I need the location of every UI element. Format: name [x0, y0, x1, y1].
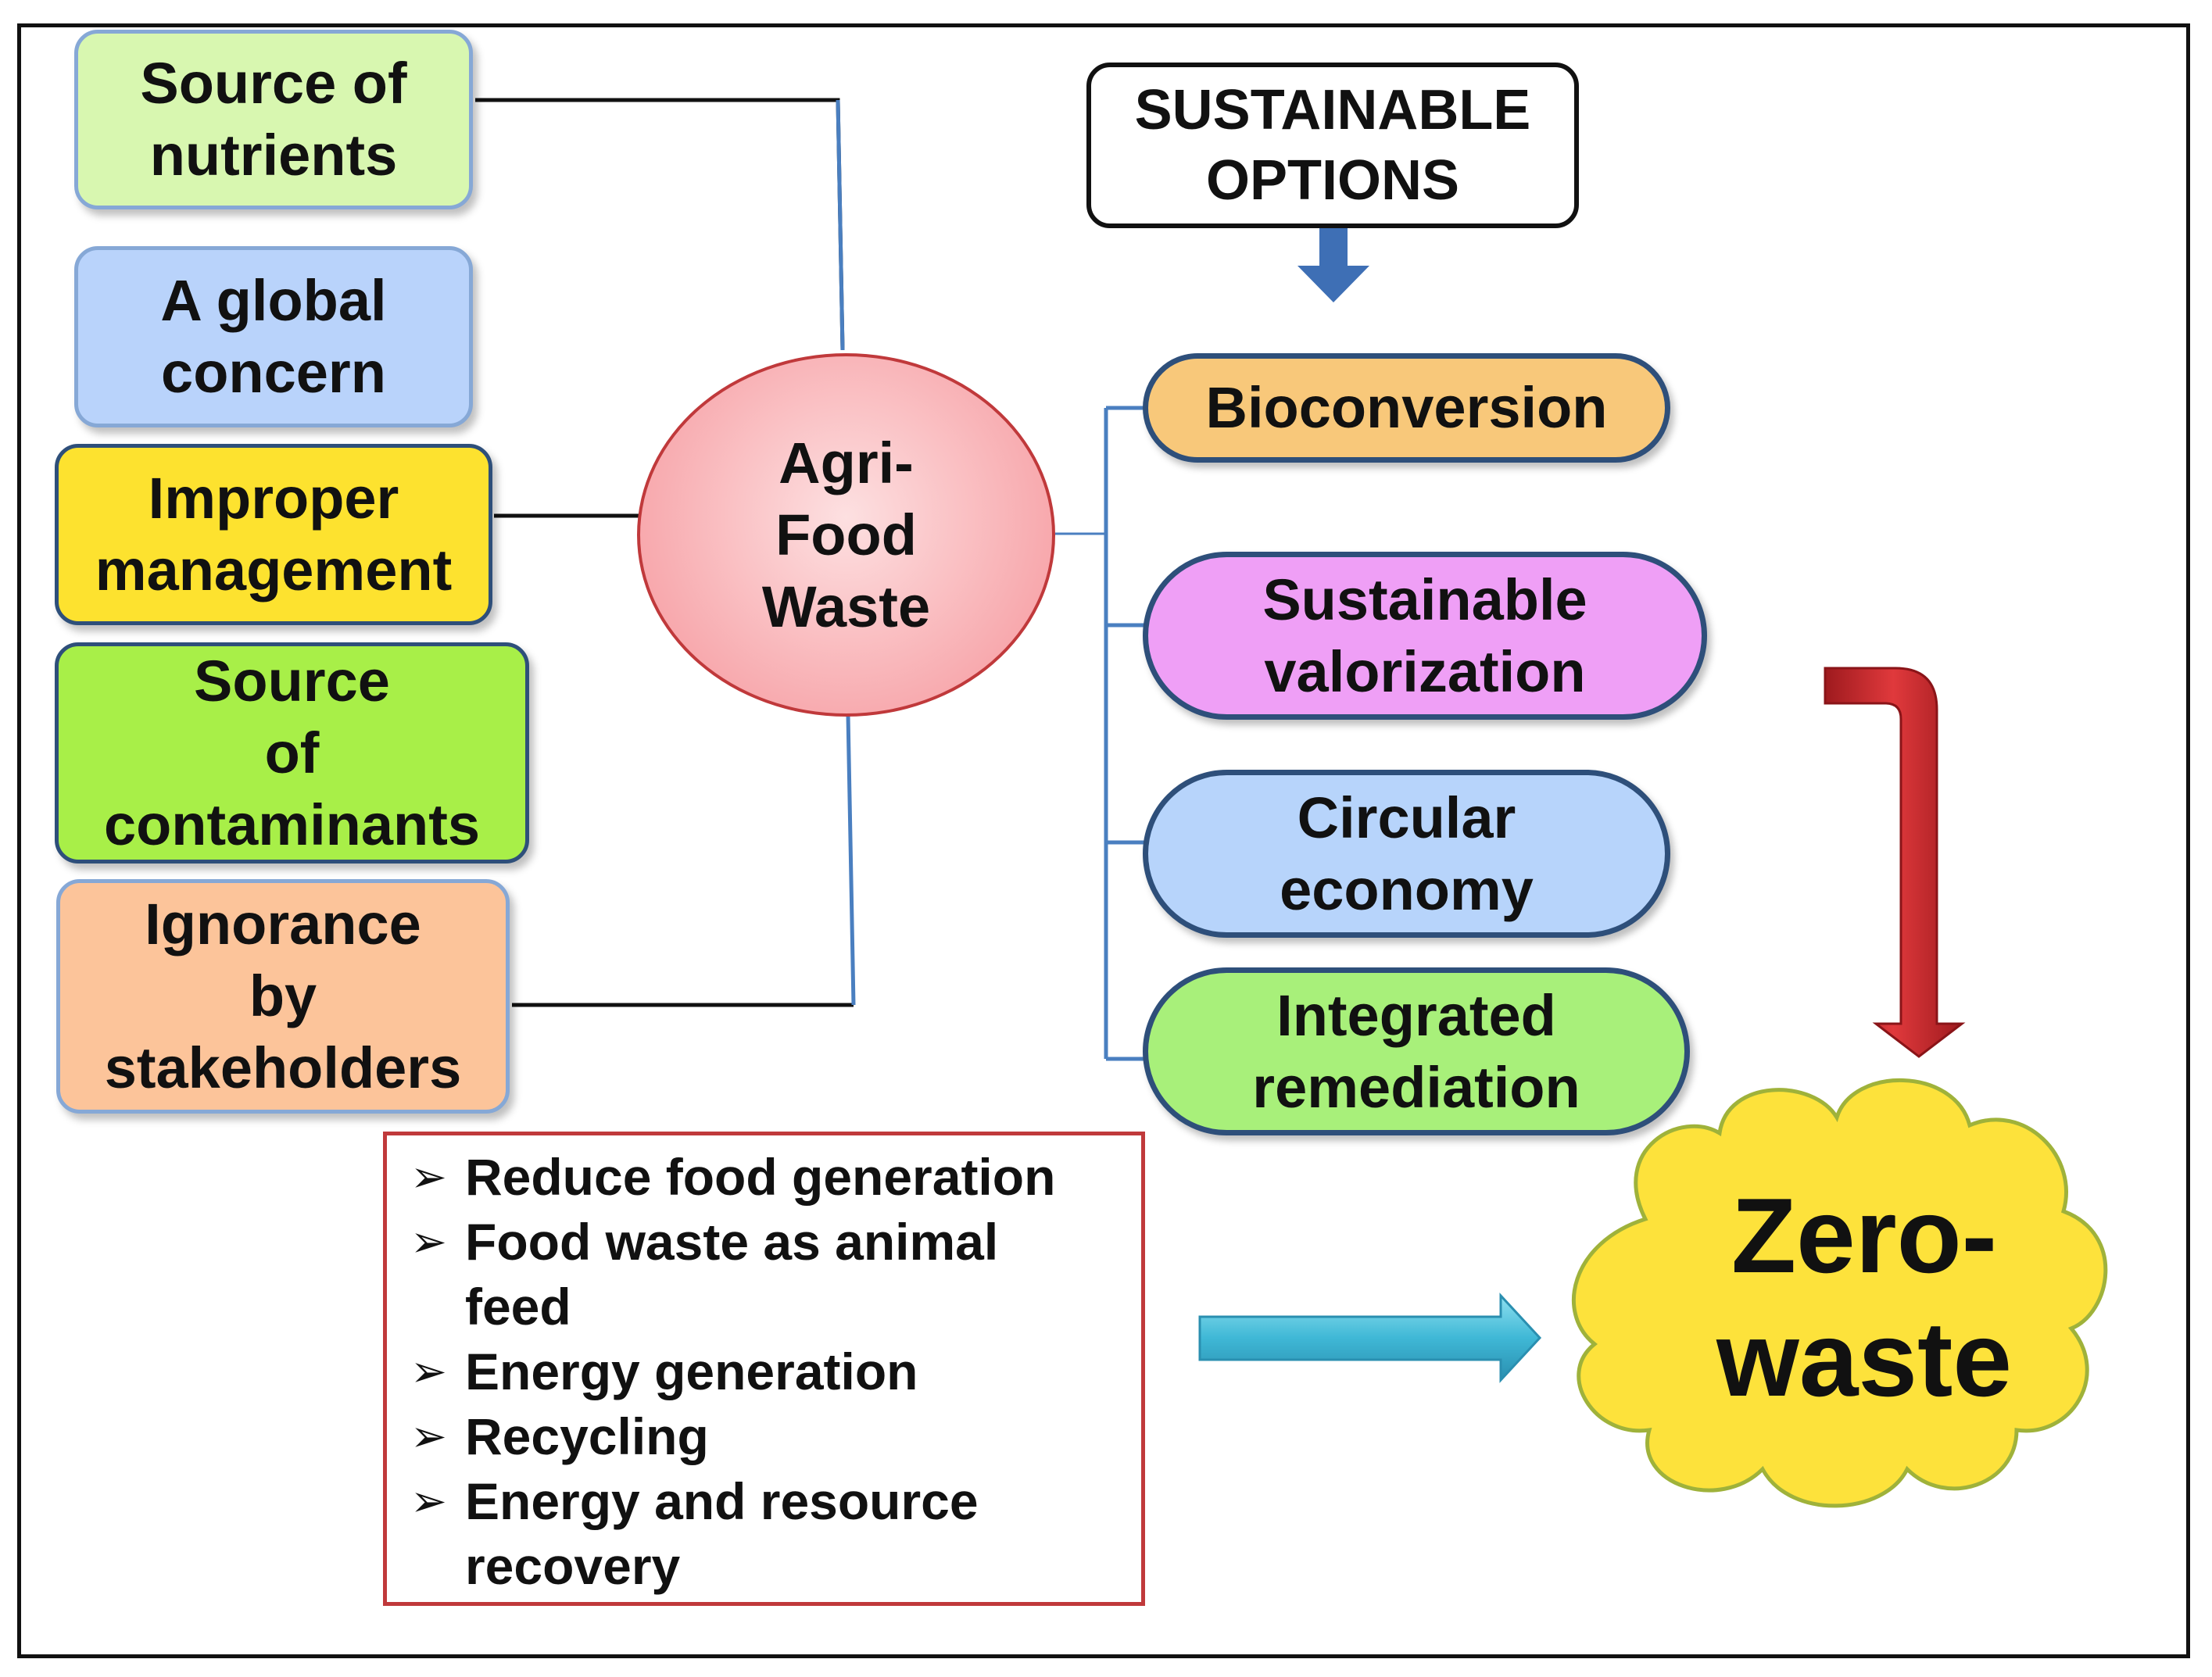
source-of-nutrients-box: Source of nutrients: [74, 30, 473, 209]
list-item: ➢ Food waste as animal feed: [410, 1210, 1141, 1339]
connector-nutrients-blue: [836, 99, 845, 351]
list-item: ➢ Reduce food generation: [410, 1145, 1141, 1210]
arrow-bullet-icon: ➢: [410, 1346, 447, 1397]
global-concern-label: A global concern: [160, 268, 387, 405]
source-of-nutrients-label: Source of nutrients: [140, 51, 407, 188]
ignorance-by-stakeholders-label: Ignorance by stakeholders: [104, 892, 462, 1100]
global-concern-box: A global concern: [74, 246, 473, 427]
cyan-arrow-icon: [1198, 1293, 1542, 1383]
agri-food-waste-circle: Agri- Food Waste: [637, 353, 1055, 717]
arrow-bullet-icon: ➢: [410, 1476, 447, 1527]
arrow-bullet-icon: ➢: [410, 1152, 447, 1203]
list-item-text: Recycling: [465, 1407, 709, 1465]
ignorance-by-stakeholders-box: Ignorance by stakeholders: [56, 879, 510, 1114]
list-item: ➢ Recycling: [410, 1404, 1141, 1469]
list-item: ➢ Energy and resource recovery: [410, 1469, 1141, 1599]
sustainable-options-label: SUSTAINABLE OPTIONS: [1134, 79, 1531, 212]
zero-waste-label: Zero- waste: [1716, 1176, 2012, 1418]
sustainable-valorization-label: Sustainable valorization: [1262, 567, 1587, 704]
list-item-text: Food waste as animal feed: [465, 1213, 999, 1336]
source-of-contaminants-label: Source of contaminants: [103, 648, 481, 857]
bioconversion-label: Bioconversion: [1205, 375, 1608, 440]
improper-management-box: Improper management: [55, 444, 492, 625]
bioconversion-pill: Bioconversion: [1143, 353, 1670, 463]
zero-waste-cloud: [1572, 1078, 2108, 1508]
zero-waste-text: Zero- waste: [1641, 1149, 2087, 1446]
actions-list: ➢ Reduce food generation ➢ Food waste as a…: [387, 1135, 1141, 1599]
down-arrow-icon: [1297, 227, 1369, 302]
agri-food-waste-label: Agri- Food Waste: [761, 430, 931, 639]
integrated-remediation-label: Integrated remediation: [1252, 982, 1580, 1120]
circular-economy-label: Circular economy: [1280, 785, 1534, 922]
connector-ignorance-blue: [846, 714, 856, 1006]
source-of-contaminants-box: Source of contaminants: [55, 642, 529, 864]
list-item-text: Energy and resource recovery: [465, 1472, 979, 1595]
circular-economy-pill: Circular economy: [1143, 770, 1670, 938]
outer-frame: [17, 23, 2190, 1658]
arrow-bullet-icon: ➢: [410, 1217, 447, 1268]
connector-nutrients: [475, 98, 845, 351]
list-item-text: Reduce food generation: [465, 1148, 1056, 1206]
sustainable-options-header: SUSTAINABLE OPTIONS: [1086, 63, 1579, 228]
arrow-bullet-icon: ➢: [410, 1411, 447, 1462]
actions-list-box: ➢ Reduce food generation ➢ Food waste as a…: [383, 1132, 1145, 1606]
list-item-text: Energy generation: [465, 1343, 918, 1400]
list-item: ➢ Energy generation: [410, 1339, 1141, 1404]
sustainable-valorization-pill: Sustainable valorization: [1143, 552, 1707, 720]
red-arrow-icon: [1824, 667, 1966, 1058]
improper-management-label: Improper management: [95, 466, 453, 603]
integrated-remediation-pill: Integrated remediation: [1143, 967, 1690, 1135]
